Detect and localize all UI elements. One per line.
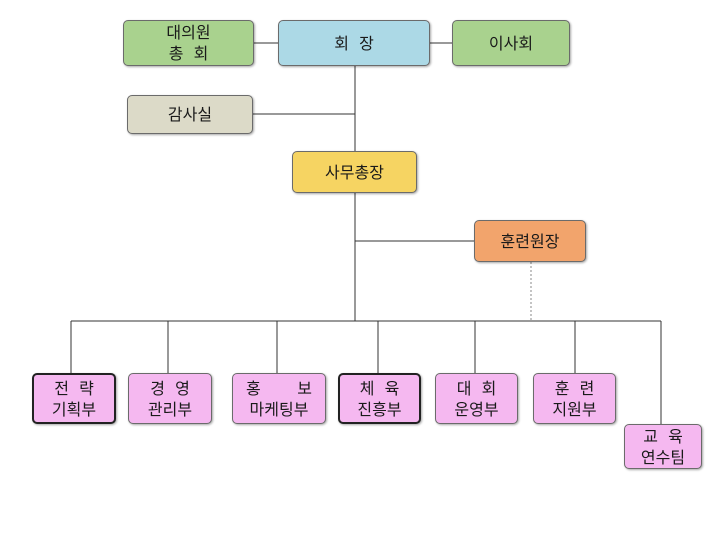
chairman-label: 회 장: [334, 33, 374, 53]
strategy-line2: 기획부: [51, 399, 97, 419]
training-support-dept-box: 훈 련 지원부: [533, 373, 616, 424]
sports-line2: 진흥부: [357, 399, 402, 419]
training-director-label: 훈련원장: [500, 231, 560, 251]
board-label: 이사회: [488, 33, 534, 53]
management-line2: 관리부: [147, 399, 193, 419]
secretary-general-label: 사무총장: [325, 162, 384, 182]
education-line2: 연수팀: [640, 447, 686, 467]
audit-office-label: 감사실: [167, 105, 213, 124]
pr-line1a: 홍: [246, 378, 261, 398]
strategy-line1: 전 략: [54, 378, 94, 398]
general-assembly-line1: 대의원: [166, 23, 211, 42]
general-assembly-line2: 총 회: [168, 44, 209, 63]
event-operation-dept-box: 대 회 운영부: [435, 373, 518, 424]
education-team-box: 교 육 연수팀: [624, 424, 702, 469]
secretary-general-box: 사무총장: [292, 151, 417, 193]
audit-office-box: 감사실: [127, 95, 253, 134]
event-line1: 대 회: [456, 378, 497, 398]
pr-line1: 홍 보: [246, 378, 312, 399]
training-support-line2: 지원부: [552, 399, 597, 419]
pr-line1b: 보: [297, 378, 312, 398]
pr-line2: 마케팅부: [249, 399, 309, 419]
management-line1: 경 영: [150, 378, 190, 398]
sports-promotion-dept-box: 체 육 진흥부: [338, 373, 421, 424]
training-support-line1: 훈 련: [554, 378, 595, 398]
event-line2: 운영부: [454, 399, 499, 419]
sports-line1: 체 육: [359, 378, 400, 398]
training-director-box: 훈련원장: [474, 220, 586, 262]
strategy-dept-box: 전 략 기획부: [32, 373, 116, 424]
pr-marketing-dept-box: 홍 보 마케팅부: [232, 373, 326, 424]
general-assembly-box: 대의원 총 회: [123, 20, 254, 66]
education-line1: 교 육: [643, 426, 683, 446]
board-box: 이사회: [452, 20, 570, 66]
chairman-box: 회 장: [278, 20, 430, 66]
management-dept-box: 경 영 관리부: [128, 373, 212, 424]
